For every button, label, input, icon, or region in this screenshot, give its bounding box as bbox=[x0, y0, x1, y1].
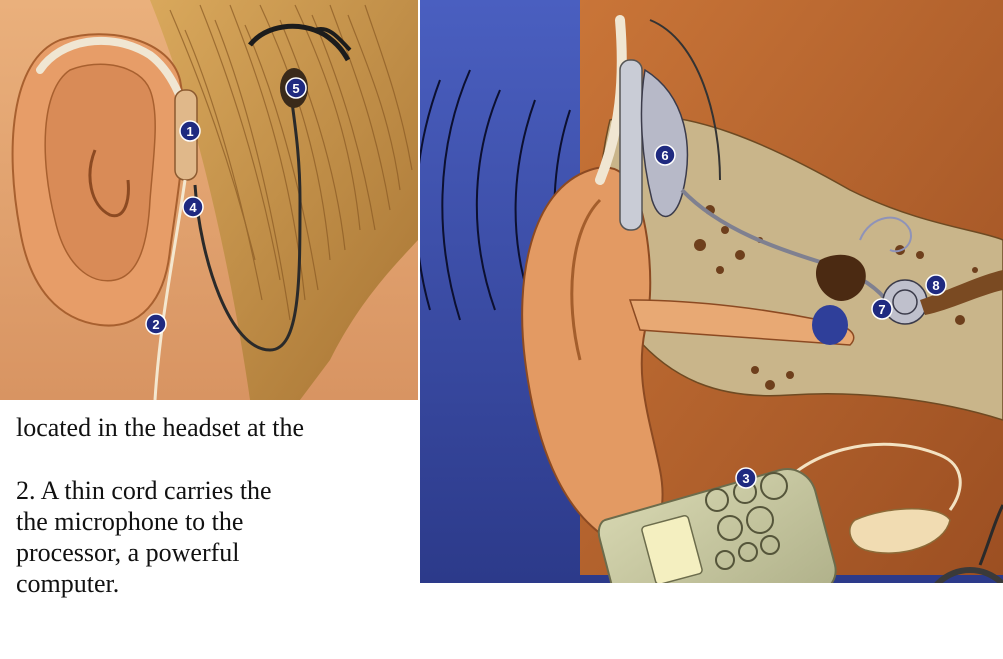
callout-label-3: 3 bbox=[742, 471, 749, 486]
callout-badge-4: 4 bbox=[183, 197, 203, 217]
cochlear-implant-cross-section: 6 7 8 3 bbox=[420, 0, 1003, 583]
callout-badge-6: 6 bbox=[655, 145, 675, 165]
speech-processor-headset bbox=[620, 60, 642, 230]
callout-badge-3: 3 bbox=[736, 468, 756, 488]
callout-badge-8: 8 bbox=[926, 275, 946, 295]
callout-badge-7: 7 bbox=[872, 299, 892, 319]
caption-line-1: located in the headset at the bbox=[16, 412, 411, 443]
callout-label-4: 4 bbox=[189, 200, 197, 215]
caption-line-4: processor, a powerful bbox=[16, 537, 411, 568]
caption-line-5: computer. bbox=[16, 568, 411, 599]
cross-section-svg: 6 7 8 3 bbox=[420, 0, 1003, 583]
ear-headset-svg: 1 4 2 5 bbox=[0, 0, 418, 400]
callout-label-1: 1 bbox=[186, 124, 193, 139]
callout-badge-5: 5 bbox=[286, 78, 306, 98]
caption-text-block: located in the headset at the 2. A thin … bbox=[16, 412, 411, 599]
ear-headset-illustration: 1 4 2 5 bbox=[0, 0, 418, 400]
callout-label-5: 5 bbox=[292, 81, 299, 96]
callout-label-8: 8 bbox=[932, 278, 939, 293]
eardrum bbox=[812, 305, 848, 345]
caption-gap bbox=[16, 443, 411, 475]
callout-badge-2: 2 bbox=[146, 314, 166, 334]
caption-line-2: 2. A thin cord carries the bbox=[16, 475, 411, 506]
callout-label-7: 7 bbox=[878, 302, 885, 317]
caption-line-3: the microphone to the bbox=[16, 506, 411, 537]
callout-badge-1: 1 bbox=[180, 121, 200, 141]
callout-label-2: 2 bbox=[152, 317, 159, 332]
callout-label-6: 6 bbox=[661, 148, 668, 163]
